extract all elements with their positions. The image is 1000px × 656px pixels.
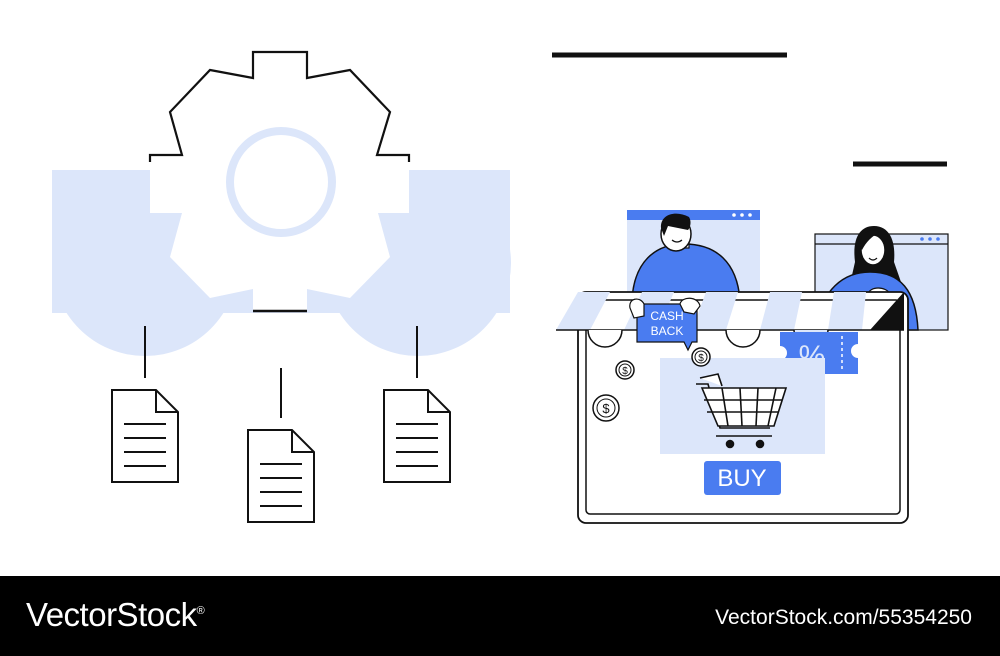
cashback-label-line2: BACK bbox=[651, 324, 684, 338]
document-icon bbox=[247, 429, 315, 523]
coin-symbol: $ bbox=[622, 366, 628, 377]
coin-icon: $ bbox=[691, 347, 711, 367]
cashback-sign: CASH BACK bbox=[629, 297, 701, 352]
gear-icon bbox=[148, 50, 411, 313]
cashback-label-line1: CASH bbox=[650, 309, 683, 323]
cart-icon bbox=[696, 373, 788, 449]
watermark-footer: VectorStock® VectorStock.com/55354250 bbox=[0, 576, 1000, 656]
image-id: VectorStock.com/55354250 bbox=[715, 606, 972, 629]
connector-lines bbox=[144, 326, 418, 418]
coin-icon: $ bbox=[615, 360, 635, 380]
coin-symbol: $ bbox=[698, 353, 704, 364]
buy-button[interactable]: BUY bbox=[704, 461, 781, 495]
man-figure bbox=[631, 213, 741, 301]
document-icon bbox=[111, 389, 179, 483]
buy-label: BUY bbox=[717, 465, 766, 492]
brand-name: VectorStock® bbox=[26, 596, 205, 633]
coin-symbol: $ bbox=[602, 401, 610, 416]
document-icon bbox=[383, 389, 451, 483]
coin-icon: $ bbox=[592, 394, 620, 422]
illustration: CASH BACK % $ $ $ bbox=[52, 50, 949, 524]
